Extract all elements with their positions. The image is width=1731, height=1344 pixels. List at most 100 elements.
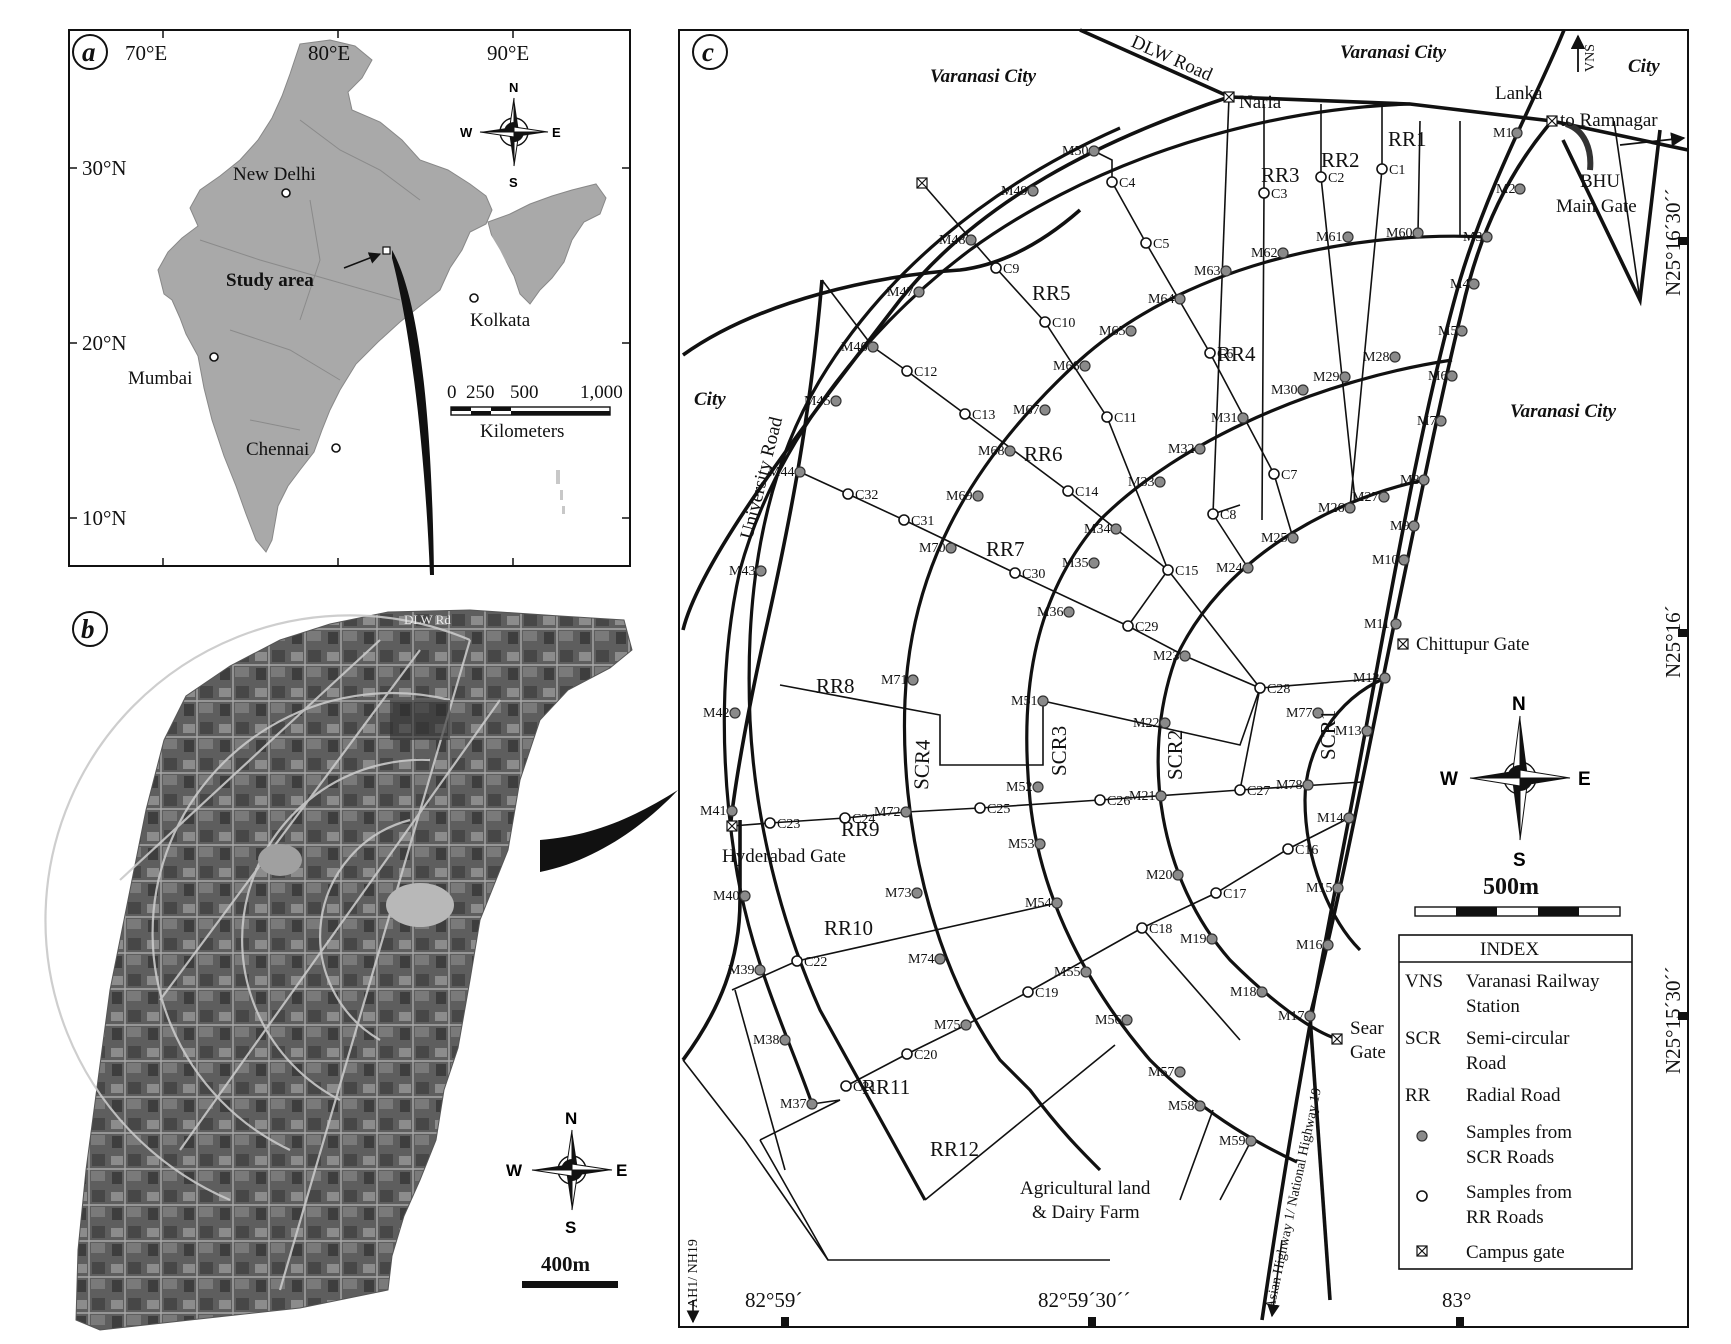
index-legend: INDEX VNS Varanasi Railway Station SCR S… [1398,934,1633,1270]
scr-sample-label-m24: M24 [1216,561,1242,576]
agri-label-line1: Agricultural land [1020,1178,1151,1199]
scr-sample-label-m50: M50 [1062,144,1088,159]
scr-sample-label-m77: M77 [1286,706,1312,721]
scr-sample-m78 [1302,779,1314,791]
scr-sample-label-m7: M7 [1417,414,1436,429]
rr-sample-label-c11: C11 [1114,411,1137,426]
scr-sample-label-m18: M18 [1230,985,1256,1000]
index-rr-sample-line1: Samples from [1466,1182,1572,1203]
rr-sample-c12 [901,365,913,377]
scr-sample-m25 [1287,532,1299,544]
scr-sample-m24 [1242,562,1254,574]
scr-sample-label-m12: M12 [1353,671,1379,686]
index-scr-sample-line2: SCR Roads [1466,1147,1554,1168]
svg-text:Kilometers: Kilometers [480,421,564,442]
index-key-rr: RR [1405,1085,1431,1106]
rr-sample-label-c27: C27 [1247,784,1270,799]
rr-sample-c5 [1140,237,1152,249]
rr-sample-c32 [842,488,854,500]
lon-label-80: 80°E [308,41,350,65]
southeast-boundary [1308,1015,1332,1301]
scr-sample-label-m45: M45 [804,394,830,409]
scr-sample-label-m59: M59 [1219,1134,1245,1149]
panel-a-letter-circle [72,34,108,70]
outer-boundary-west [681,95,1230,631]
scr-sample-m52 [1032,781,1044,793]
scr-sample-m30 [1297,384,1309,396]
area-label-city-ne: City [1628,56,1660,77]
index-scr-sample-line1: Samples from [1466,1122,1572,1143]
scr-sample-label-m16: M16 [1296,938,1322,953]
scr-sample-label-m26: M26 [1318,501,1344,516]
scr-sample-m40 [739,890,751,902]
rr3-label: RR3 [1261,163,1300,187]
rr-sample-c4 [1106,176,1118,188]
scr-sample-label-m9: M9 [1390,519,1409,534]
rr-sample-label-c20: C20 [914,1048,937,1063]
rr1-label: RR1 [1388,127,1427,151]
rr-sample-label-c18: C18 [1149,922,1172,937]
scr1-label: SCR1 [1316,710,1340,760]
scr-sample-label-m74: M74 [908,952,934,967]
scr-sample-label-m46: M46 [841,340,867,355]
scr-sample-label-m61: M61 [1316,230,1342,245]
svg-text:W: W [1440,769,1458,790]
scr-sample-m29 [1339,371,1351,383]
rr9-label: RR9 [841,817,880,841]
panel-b-letter: b [81,614,95,644]
lon-label-90: 90°E [487,41,529,65]
campus-gate-markers [726,91,1558,1045]
rr-sample-label-c29: C29 [1135,620,1158,635]
index-vns-line1: Varanasi Railway [1466,971,1600,992]
svg-text:E: E [616,1161,627,1180]
scr-sample-label-m52: M52 [1006,780,1032,795]
rr-sample-label-c6: C6 [1217,347,1233,362]
andaman-islands [556,470,565,514]
area-label-varanasi-city-e: Varanasi City [1510,401,1617,422]
scr2-label: SCR2 [1163,730,1187,780]
panel-c-campus-map: M1M2M3M4M5M6M7M8M9M10M11M12M13M14M15M16M… [678,28,1689,1328]
panel-c-scale-bar [1414,906,1621,917]
scr-sample-label-m5: M5 [1438,324,1457,339]
rr2-label: RR2 [1321,148,1360,172]
scr-sample-m65 [1125,325,1137,337]
panel-b-aerial-image: DLW Rd N S E W 400m b [44,609,633,1331]
scr-sample-label-m15: M15 [1306,881,1332,896]
scr-sample-label-m54: M54 [1025,896,1051,911]
road-outer-arc [722,102,1411,1105]
chennai-marker [331,443,341,453]
scr-sample-m43 [755,565,767,577]
rr-sample-label-c28: C28 [1267,682,1290,697]
scr-sample-m37 [806,1098,818,1110]
highway-arrow [1267,1239,1283,1318]
rr-sample-c2 [1315,171,1327,183]
lon-label-70: 70°E [125,41,167,65]
scr-sample-m10 [1398,554,1410,566]
scr-sample-m66 [1079,360,1091,372]
rr-sample-c18 [1136,922,1148,934]
scr-sample-m38 [779,1034,791,1046]
scr-sample-m2 [1514,183,1526,195]
scr-sample-m23 [1179,650,1191,662]
study-area-marker [382,246,391,255]
scr-sample-label-m17: M17 [1278,1009,1304,1024]
panel-a-india-map: 70°E 80°E 90°E 30°N 20°N 10°N New Delhi … [68,29,631,567]
scr-sample-label-m8: M8 [1400,473,1419,488]
rr12-label: RR12 [930,1137,979,1161]
svg-text:0: 0 [447,382,457,403]
scr-sample-m35 [1088,557,1100,569]
scr-sample-label-m21: M21 [1129,789,1155,804]
scr-sample-label-m13: M13 [1335,724,1361,739]
rr-sample-c9 [990,262,1002,274]
scr-sample-m16 [1322,939,1334,951]
rr-sample-label-c14: C14 [1075,485,1098,500]
scr-sample-label-m68: M68 [978,444,1004,459]
scr-sample-label-m41: M41 [700,804,726,819]
rr-sample-c23 [764,817,776,829]
scr-sample-m68 [1004,445,1016,457]
bhu-gate-bend [1564,121,1594,171]
sear-gate-label-line2: Gate [1350,1042,1386,1063]
rr-sample-c11 [1101,411,1113,423]
area-label-city-w: City [694,389,726,410]
